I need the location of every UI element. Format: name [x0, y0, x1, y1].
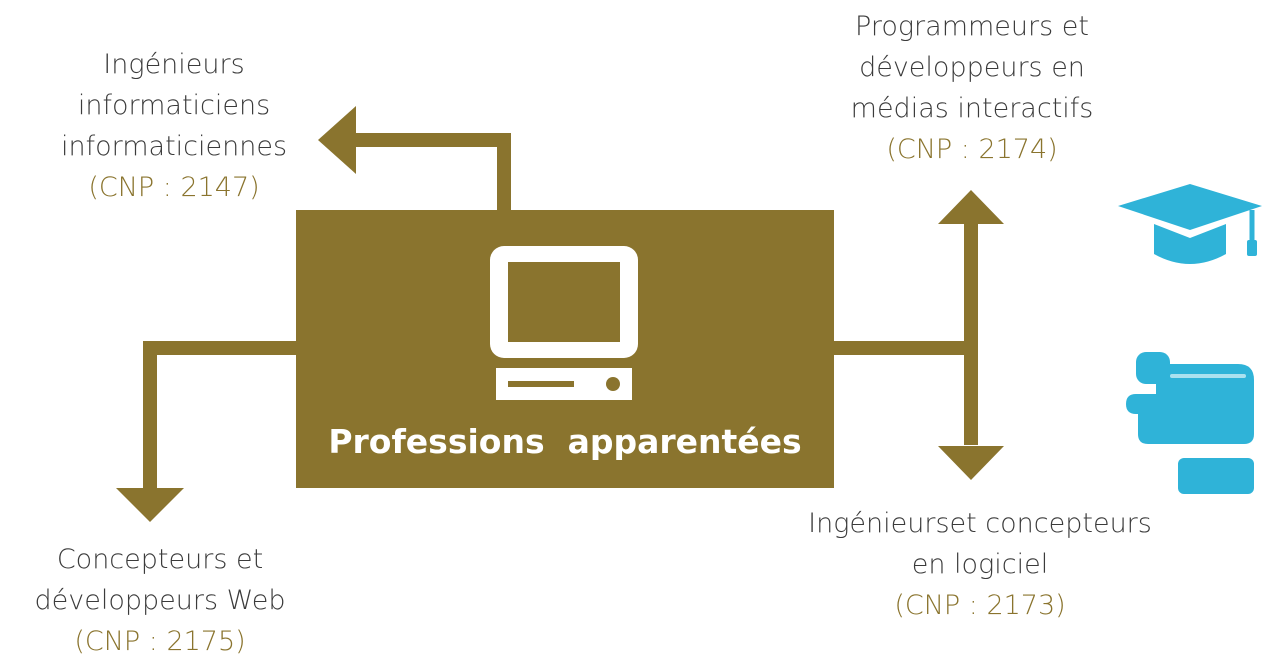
label-line: Ingénieurset concepteurs [808, 508, 1152, 539]
arrow-line-bottom-left [143, 341, 296, 495]
label-line: médias interactifs [850, 93, 1094, 124]
thumbs-up-icon [1126, 352, 1254, 494]
center-box: Professions apparentées [296, 210, 834, 488]
label-line: en logiciel [911, 549, 1049, 580]
center-title: Professions apparentées [328, 422, 802, 461]
cnp-code: (CNP : 2175) [74, 626, 246, 657]
cnp-code: (CNP : 2147) [88, 172, 260, 203]
label-bottom-left: Concepteurs et développeurs Web (CNP : 2… [10, 539, 310, 662]
label-line: Programmeurs et [855, 11, 1089, 42]
cnp-code: (CNP : 2173) [894, 590, 1066, 621]
arrow-line-top-left [350, 133, 511, 210]
label-line: informaticiens [77, 90, 271, 121]
cnp-code: (CNP : 2174) [886, 134, 1058, 165]
label-top-left: Ingénieurs informaticiens informaticienn… [36, 44, 312, 208]
label-line: développeurs Web [34, 585, 286, 616]
arrowhead-left [318, 106, 356, 174]
label-line: Concepteurs et [56, 544, 264, 575]
arrowhead-up-right [938, 190, 1004, 224]
label-line: informaticiennes [60, 131, 288, 162]
label-line: développeurs en [859, 52, 1085, 83]
label-bottom-right: Ingénieurset concepteurs en logiciel (CN… [790, 503, 1170, 626]
computer-icon [490, 246, 638, 400]
graduation-cap-icon [1118, 184, 1262, 264]
label-line: Ingénieurs [103, 49, 245, 80]
label-top-right: Programmeurs et développeurs en médias i… [822, 6, 1122, 170]
arrowhead-down-right [938, 446, 1004, 480]
arrowhead-down-left [116, 488, 184, 522]
